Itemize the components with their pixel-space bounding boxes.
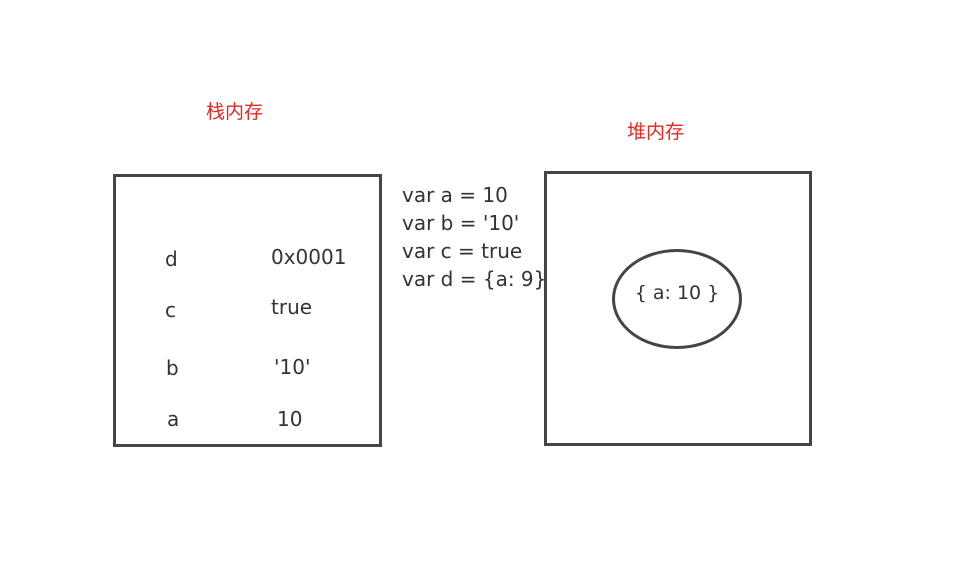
stack-var-name-c: c [165, 298, 176, 322]
stack-var-value-b: '10' [274, 355, 311, 379]
stack-var-name-a: a [167, 407, 180, 431]
stack-var-value-a: 10 [277, 407, 303, 431]
stack-var-name-b: b [166, 356, 179, 380]
stack-memory-box [113, 174, 382, 447]
code-line-d: var d = {a: 9} [402, 267, 547, 291]
stack-memory-title: 栈内存 [206, 101, 264, 123]
stack-var-value-c: true [271, 295, 313, 319]
stack-var-value-d: 0x0001 [271, 245, 347, 269]
code-line-c: var c = true [402, 239, 523, 263]
stack-var-name-d: d [165, 247, 178, 271]
code-line-b: var b = '10' [402, 211, 520, 235]
heap-memory-title: 堆内存 [627, 121, 685, 143]
heap-object-ellipse [612, 249, 742, 349]
code-snippet: var a = 10 var b = '10' var c = true var… [402, 181, 546, 293]
heap-object-label: { a: 10 } [634, 282, 720, 304]
code-line-a: var a = 10 [402, 183, 508, 207]
